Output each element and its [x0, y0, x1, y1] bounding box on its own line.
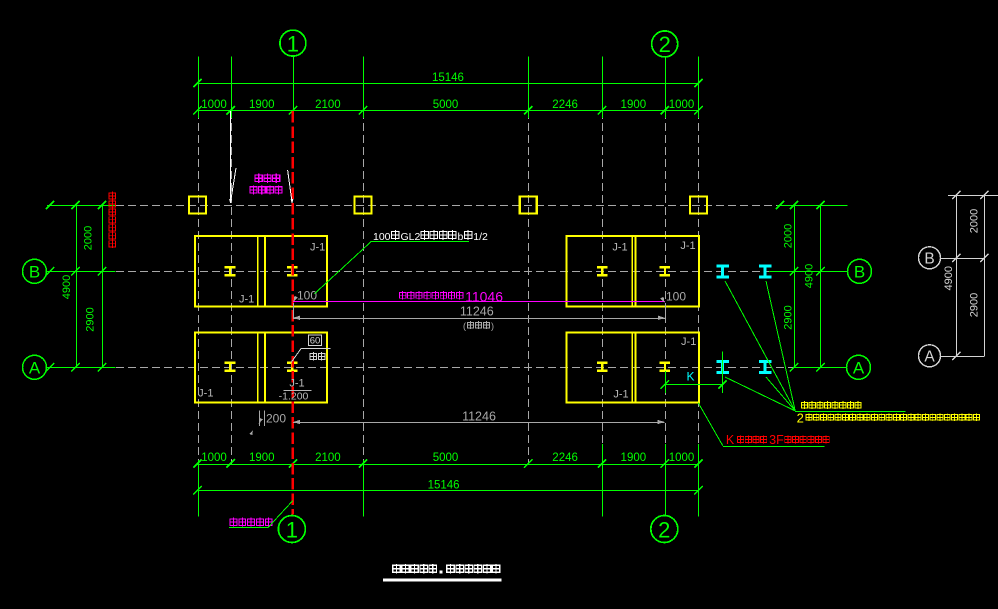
svg-text:J-1: J-1 [310, 242, 325, 254]
svg-text:1000: 1000 [201, 452, 227, 464]
svg-text:100: 100 [666, 290, 686, 304]
svg-text:4900: 4900 [804, 264, 816, 288]
svg-text:2900: 2900 [969, 293, 981, 317]
svg-text:1: 1 [286, 518, 298, 543]
svg-text:1900: 1900 [249, 452, 275, 464]
svg-text:5000: 5000 [433, 99, 459, 111]
svg-text:2: 2 [797, 410, 804, 425]
svg-text:15146: 15146 [428, 480, 460, 492]
svg-text:60: 60 [310, 335, 321, 346]
svg-text:2100: 2100 [315, 452, 341, 464]
svg-text:B: B [29, 262, 40, 281]
svg-text:2000: 2000 [969, 209, 981, 233]
svg-text:1900: 1900 [249, 99, 275, 111]
svg-text:1000: 1000 [201, 99, 227, 111]
svg-text:15146: 15146 [432, 72, 464, 84]
svg-text:2: 2 [658, 518, 670, 543]
svg-text:J-1: J-1 [680, 240, 695, 252]
svg-text:200: 200 [266, 411, 286, 425]
svg-text:b: b [458, 231, 464, 243]
svg-text:2246: 2246 [552, 99, 578, 111]
svg-text:100: 100 [373, 231, 391, 243]
svg-text:2000: 2000 [783, 224, 795, 248]
svg-text:2000: 2000 [83, 226, 95, 250]
svg-text:4900: 4900 [61, 275, 73, 299]
svg-text:11046: 11046 [465, 289, 503, 305]
svg-text:GL2: GL2 [400, 231, 420, 243]
svg-text:B: B [924, 250, 934, 267]
svg-text:4900: 4900 [943, 266, 955, 290]
svg-text:1000: 1000 [669, 99, 695, 111]
svg-text:2900: 2900 [783, 305, 795, 329]
svg-text:2900: 2900 [85, 307, 97, 331]
svg-text:): ) [491, 321, 494, 331]
svg-text:A: A [924, 348, 935, 365]
svg-text:K: K [726, 433, 735, 447]
svg-text:J-1: J-1 [239, 294, 254, 306]
svg-text:1: 1 [287, 32, 299, 57]
svg-text:A: A [853, 358, 865, 377]
svg-text:1000: 1000 [669, 452, 695, 464]
svg-text:100: 100 [297, 289, 317, 303]
svg-text:J-1: J-1 [681, 336, 696, 348]
svg-text:J-1: J-1 [612, 242, 627, 254]
svg-text:J-1: J-1 [289, 377, 304, 389]
svg-text:11246: 11246 [460, 305, 494, 319]
svg-text:-1.200: -1.200 [279, 391, 309, 403]
svg-text:5000: 5000 [433, 452, 459, 464]
svg-text:(: ( [463, 321, 466, 331]
svg-text:11246: 11246 [462, 409, 496, 423]
svg-text:3F: 3F [769, 433, 784, 447]
svg-text:1900: 1900 [621, 452, 647, 464]
svg-text:2100: 2100 [315, 99, 341, 111]
svg-text:K: K [686, 370, 694, 384]
svg-text:B: B [854, 262, 865, 281]
svg-text:J-1: J-1 [198, 388, 213, 400]
svg-text:A: A [29, 358, 41, 377]
svg-text:2246: 2246 [552, 452, 578, 464]
svg-text:J-1: J-1 [613, 389, 628, 401]
svg-text:1/2: 1/2 [473, 231, 488, 243]
svg-text:1900: 1900 [621, 99, 647, 111]
svg-text:2: 2 [659, 32, 671, 57]
